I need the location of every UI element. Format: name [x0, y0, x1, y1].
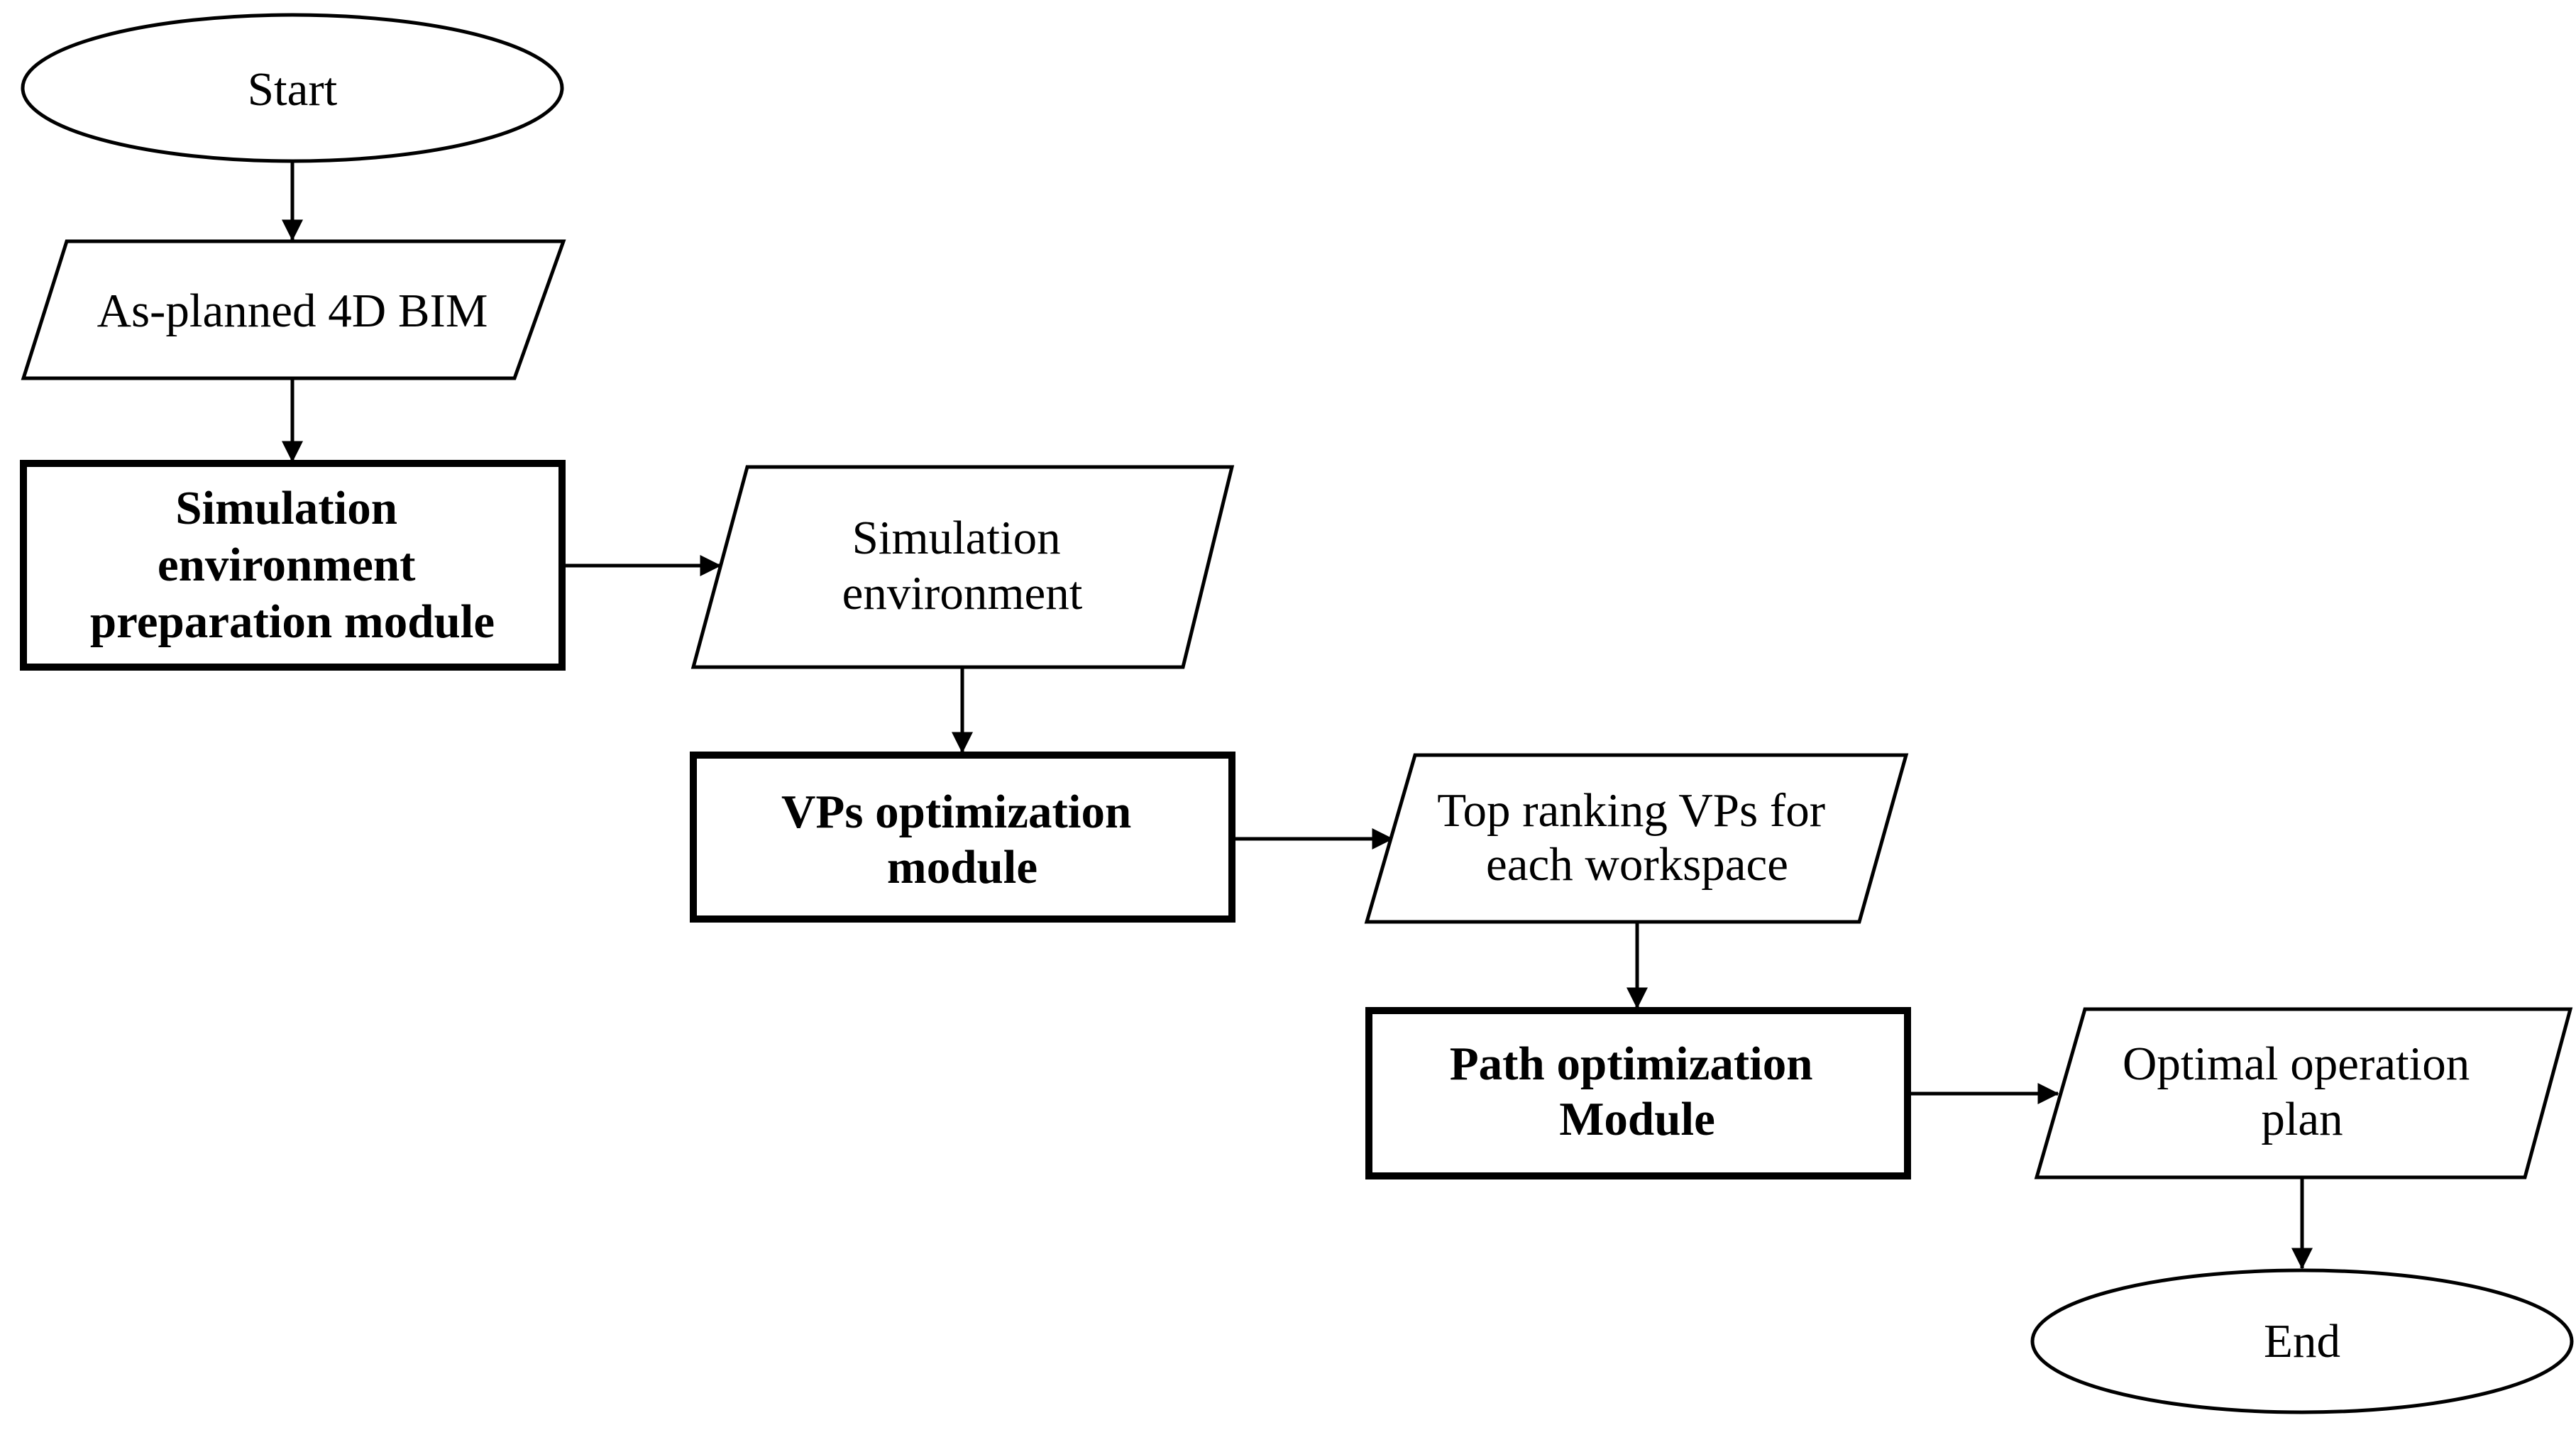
start-label: Start: [248, 63, 338, 116]
sim-env-prep-module-label-line-2: environment: [158, 539, 416, 591]
sim-env-prep-module-label: Simulation environment preparation modul…: [90, 482, 495, 648]
vps-opt-module-label-line-2: module: [887, 841, 1037, 893]
optimal-plan-label: Optimal operation plan: [2123, 1038, 2482, 1145]
sim-env-label-line-1: Simulation: [852, 512, 1061, 564]
optimal-plan-label-line-1: Optimal operation: [2123, 1038, 2470, 1090]
sim-env-label-line-2: environment: [842, 567, 1083, 620]
path-opt-module-node: Path optimization Module: [1365, 1007, 1911, 1179]
end-label: End: [2264, 1315, 2340, 1368]
as-planned-bim-label-line-1: As-planned 4D BIM: [97, 285, 488, 337]
top-ranking-vps-label: Top ranking VPs for each workspace: [1437, 784, 1837, 891]
as-planned-bim-label: As-planned 4D BIM: [97, 285, 488, 337]
vps-opt-module-label: VPs optimization module: [781, 786, 1143, 893]
top-ranking-vps-node: Top ranking VPs for each workspace: [1364, 753, 1909, 924]
vps-opt-module-node: VPs optimization module: [690, 752, 1235, 923]
optimal-plan-label-line-2: plan: [2261, 1093, 2343, 1145]
end-label-line-1: End: [2264, 1315, 2340, 1368]
connectors: [282, 160, 2313, 1270]
sim-env-prep-module-label-line-1: Simulation: [175, 482, 397, 534]
start-node: Start: [21, 13, 564, 163]
sim-env-node: Simulation environment: [690, 465, 1235, 669]
path-opt-module-label-line-1: Path optimization: [1450, 1038, 1813, 1090]
as-planned-bim-node: As-planned 4D BIM: [21, 239, 566, 380]
path-opt-module-label-line-2: Module: [1559, 1093, 1715, 1145]
top-ranking-vps-label-line-1: Top ranking VPs for: [1437, 784, 1825, 837]
path-opt-module-label: Path optimization Module: [1450, 1038, 1825, 1145]
end-node: End: [2030, 1268, 2574, 1414]
optimal-plan-node: Optimal operation plan: [2034, 1007, 2573, 1179]
sim-env-prep-module-label-line-3: preparation module: [90, 595, 495, 648]
top-ranking-vps-label-line-2: each workspace: [1486, 838, 1788, 891]
start-label-line-1: Start: [248, 63, 338, 116]
sim-env-label: Simulation environment: [842, 512, 1083, 620]
vps-opt-module-label-line-1: VPs optimization: [781, 786, 1131, 838]
sim-env-prep-module-node: Simulation environment preparation modul…: [20, 460, 566, 671]
